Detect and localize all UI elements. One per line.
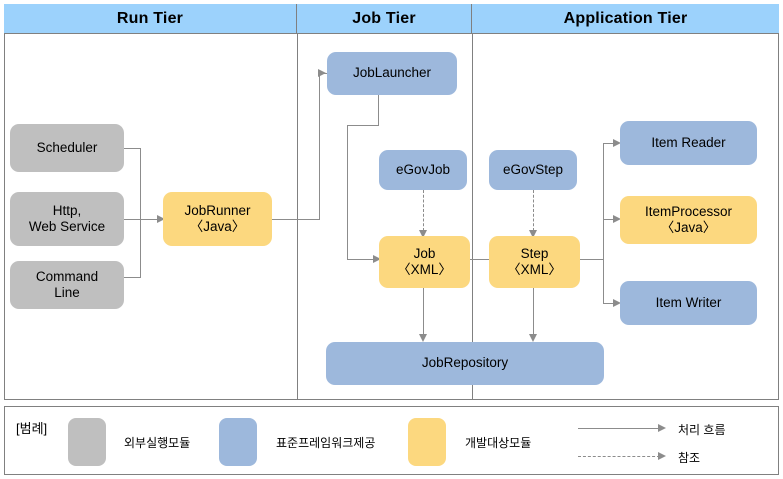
node-item-reader[interactable]: Item Reader bbox=[620, 121, 757, 165]
connector-egovjob-reference bbox=[423, 190, 424, 231]
connector-jobrunner-right bbox=[272, 219, 320, 220]
connector-http-to-jobrunner bbox=[124, 219, 158, 220]
node-step-xml-line2: 〈XML〉 bbox=[507, 262, 562, 277]
node-egovstep-line1: eGovStep bbox=[502, 161, 564, 177]
connector-commandline-right bbox=[124, 277, 141, 278]
legend-swatch-framework-provided bbox=[219, 418, 257, 466]
tier-header-run: Run Tier bbox=[4, 4, 297, 34]
node-egovstep[interactable]: eGovStep bbox=[489, 150, 577, 190]
arrowhead-egovstep-to-step bbox=[528, 230, 537, 238]
legend-arrowhead-dashed bbox=[658, 451, 666, 460]
node-egovjob-line1: eGovJob bbox=[395, 161, 451, 177]
connector-step-right bbox=[580, 259, 604, 260]
node-step-xml[interactable]: Step 〈XML〉 bbox=[489, 236, 580, 288]
connector-job-to-step bbox=[470, 259, 500, 260]
node-item-processor[interactable]: ItemProcessor 〈Java〉 bbox=[620, 196, 757, 244]
arrowhead-to-joblauncher bbox=[318, 68, 326, 77]
node-jobrepository-line1: JobRepository bbox=[421, 355, 509, 371]
arrowhead-to-item-writer bbox=[613, 298, 621, 307]
arrowhead-job-to-jobrepository bbox=[418, 334, 427, 342]
connector-scheduler-right bbox=[124, 148, 141, 149]
legend-swatch-development-target bbox=[408, 418, 446, 466]
node-http-web-service[interactable]: Http, Web Service bbox=[10, 192, 124, 246]
connector-application-bus-vertical bbox=[603, 143, 604, 304]
connector-egovstep-reference bbox=[533, 190, 534, 231]
arrowhead-to-job bbox=[373, 254, 381, 263]
connector-jobrunner-up bbox=[319, 73, 320, 220]
connector-to-item-processor bbox=[603, 219, 617, 220]
legend-label-framework-provided: 표준프레임워크제공 bbox=[276, 436, 376, 450]
legend-label-reference: 참조 bbox=[678, 451, 701, 465]
arrowhead-step-to-jobrepository bbox=[528, 334, 537, 342]
node-job-xml-line2: 〈XML〉 bbox=[397, 262, 452, 277]
node-jobrepository[interactable]: JobRepository bbox=[326, 342, 604, 385]
connector-to-item-reader bbox=[603, 143, 617, 144]
node-http-web-service-line1: Http, bbox=[52, 202, 82, 218]
node-scheduler[interactable]: Scheduler bbox=[10, 124, 124, 172]
connector-joblauncher-left bbox=[347, 125, 379, 126]
legend-label-development-target: 개발대상모듈 bbox=[465, 436, 532, 450]
node-job-xml[interactable]: Job 〈XML〉 bbox=[379, 236, 470, 288]
node-step-xml-line1: Step bbox=[520, 245, 549, 261]
node-egovjob[interactable]: eGovJob bbox=[379, 150, 467, 190]
node-joblauncher[interactable]: JobLauncher bbox=[327, 52, 457, 95]
node-jobrunner[interactable]: JobRunner 〈Java〉 bbox=[163, 192, 272, 246]
tier-divider-job-application bbox=[472, 34, 473, 400]
connector-job-to-jobrepository bbox=[423, 288, 424, 335]
node-item-processor-line1: ItemProcessor bbox=[644, 203, 733, 219]
legend-panel bbox=[4, 406, 779, 475]
connector-run-bus-vertical bbox=[140, 148, 141, 278]
legend-title: [범례] bbox=[16, 421, 48, 436]
connector-into-job bbox=[347, 259, 374, 260]
arrowhead-to-item-processor bbox=[613, 214, 621, 223]
connector-joblauncher-down2 bbox=[347, 125, 348, 259]
tier-divider-run-job bbox=[297, 34, 298, 400]
connector-to-item-writer bbox=[603, 303, 617, 304]
connector-joblauncher-down bbox=[378, 95, 379, 125]
node-scheduler-line1: Scheduler bbox=[36, 139, 98, 155]
node-jobrunner-line1: JobRunner bbox=[184, 202, 251, 218]
node-item-reader-line1: Item Reader bbox=[651, 134, 726, 150]
connector-step-to-jobrepository bbox=[533, 288, 534, 335]
arrowhead-egovjob-to-job bbox=[418, 230, 427, 238]
node-http-web-service-line2: Web Service bbox=[28, 219, 106, 234]
header-divider-rule bbox=[4, 33, 779, 34]
tier-header-application: Application Tier bbox=[472, 4, 779, 34]
arrowhead-to-item-reader bbox=[613, 138, 621, 147]
legend-label-process-flow: 처리 흐름 bbox=[678, 423, 726, 437]
node-item-writer-line1: Item Writer bbox=[655, 294, 722, 310]
legend-label-external-module: 외부실행모듈 bbox=[124, 436, 191, 450]
legend-swatch-external-module bbox=[68, 418, 106, 466]
legend-line-dashed bbox=[578, 456, 660, 457]
node-jobrunner-line2: 〈Java〉 bbox=[189, 219, 246, 234]
arrowhead-to-jobrunner bbox=[157, 214, 165, 223]
node-command-line-line2: Line bbox=[54, 285, 80, 300]
node-job-xml-line1: Job bbox=[413, 245, 436, 261]
legend-line-solid bbox=[578, 428, 660, 429]
legend-arrowhead-solid bbox=[658, 423, 666, 432]
node-command-line-line1: Command bbox=[35, 268, 99, 284]
node-joblauncher-line1: JobLauncher bbox=[352, 65, 432, 81]
node-command-line[interactable]: Command Line bbox=[10, 261, 124, 309]
node-item-writer[interactable]: Item Writer bbox=[620, 281, 757, 325]
tier-header-job: Job Tier bbox=[297, 4, 472, 34]
node-item-processor-line2: 〈Java〉 bbox=[660, 220, 717, 235]
